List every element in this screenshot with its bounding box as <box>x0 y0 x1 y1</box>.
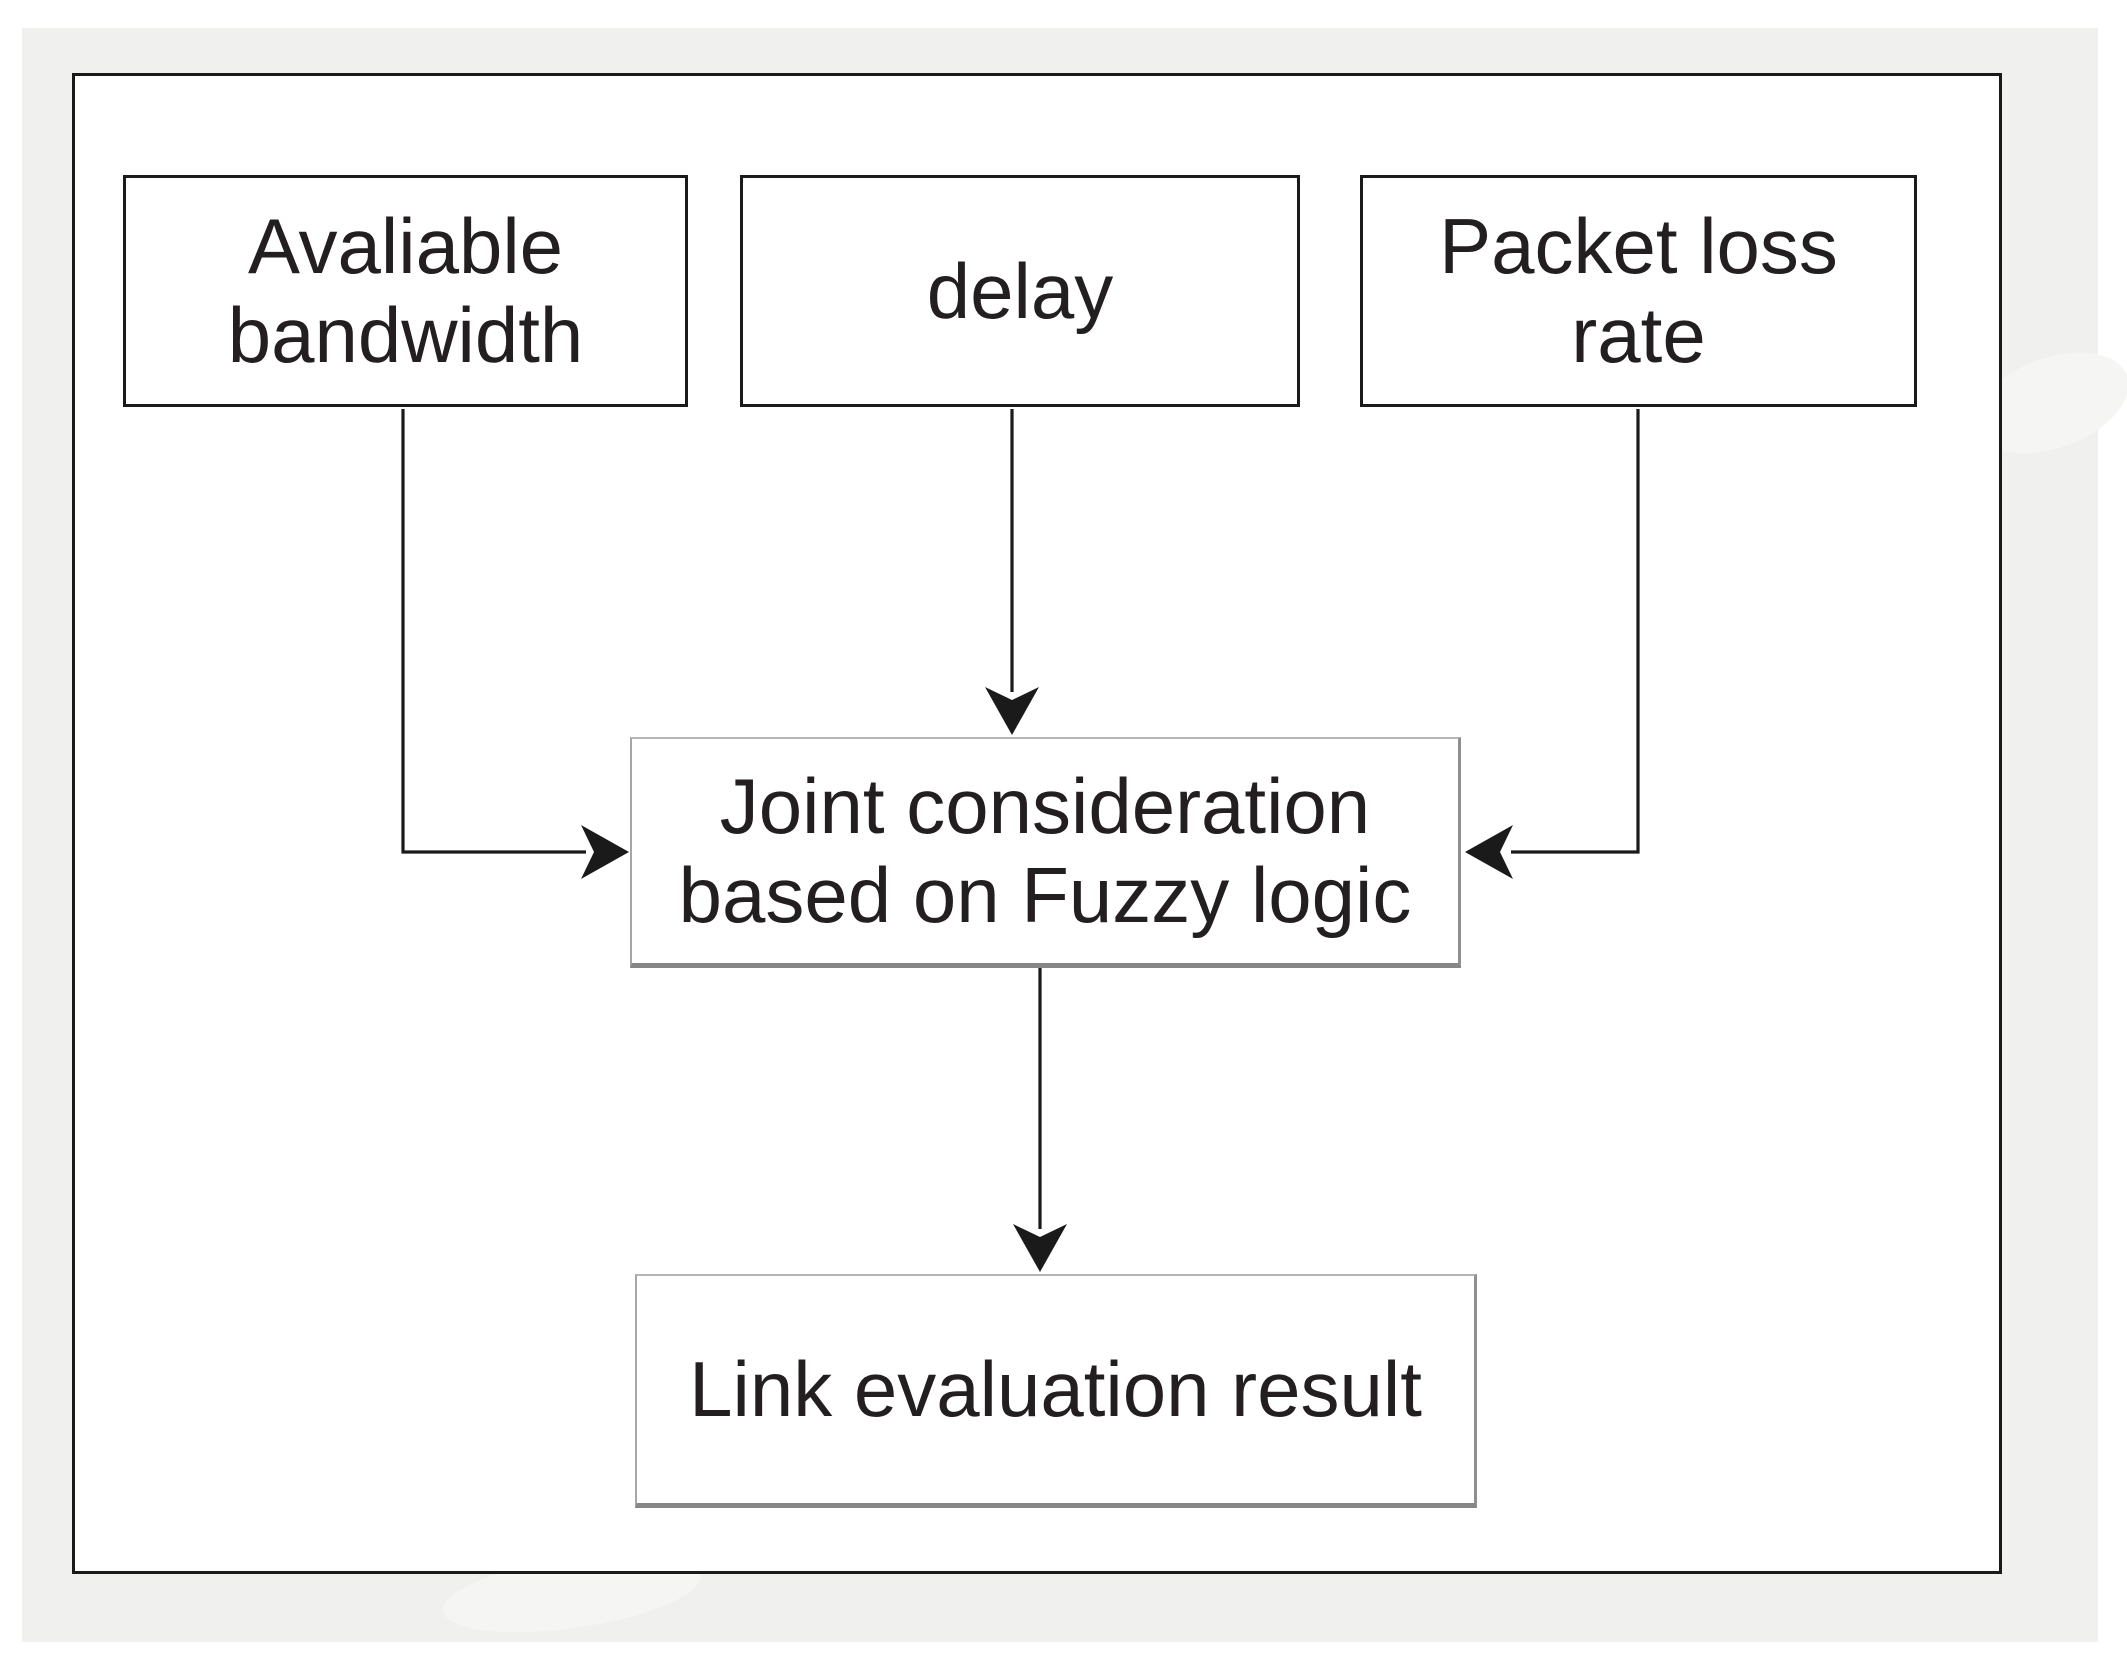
node-label-line: Avaliable <box>247 202 564 290</box>
node-link-evaluation-result: Link evaluation result <box>635 1274 1477 1508</box>
node-label-line: Joint consideration <box>719 762 1371 850</box>
node-label-line: delay <box>926 246 1114 335</box>
node-label-line: bandwidth <box>227 291 584 379</box>
node-available-bandwidth: Avaliable bandwidth <box>123 175 688 407</box>
node-label-line: based on Fuzzy logic <box>678 851 1412 939</box>
node-label-line: Link evaluation result <box>689 1345 1422 1433</box>
node-label-line: rate <box>1571 291 1706 379</box>
node-packet-loss-rate: Packet loss rate <box>1360 175 1917 407</box>
node-joint-consideration: Joint consideration based on Fuzzy logic <box>630 737 1461 968</box>
node-delay: delay <box>740 175 1300 407</box>
node-label-line: Packet loss <box>1439 202 1838 290</box>
